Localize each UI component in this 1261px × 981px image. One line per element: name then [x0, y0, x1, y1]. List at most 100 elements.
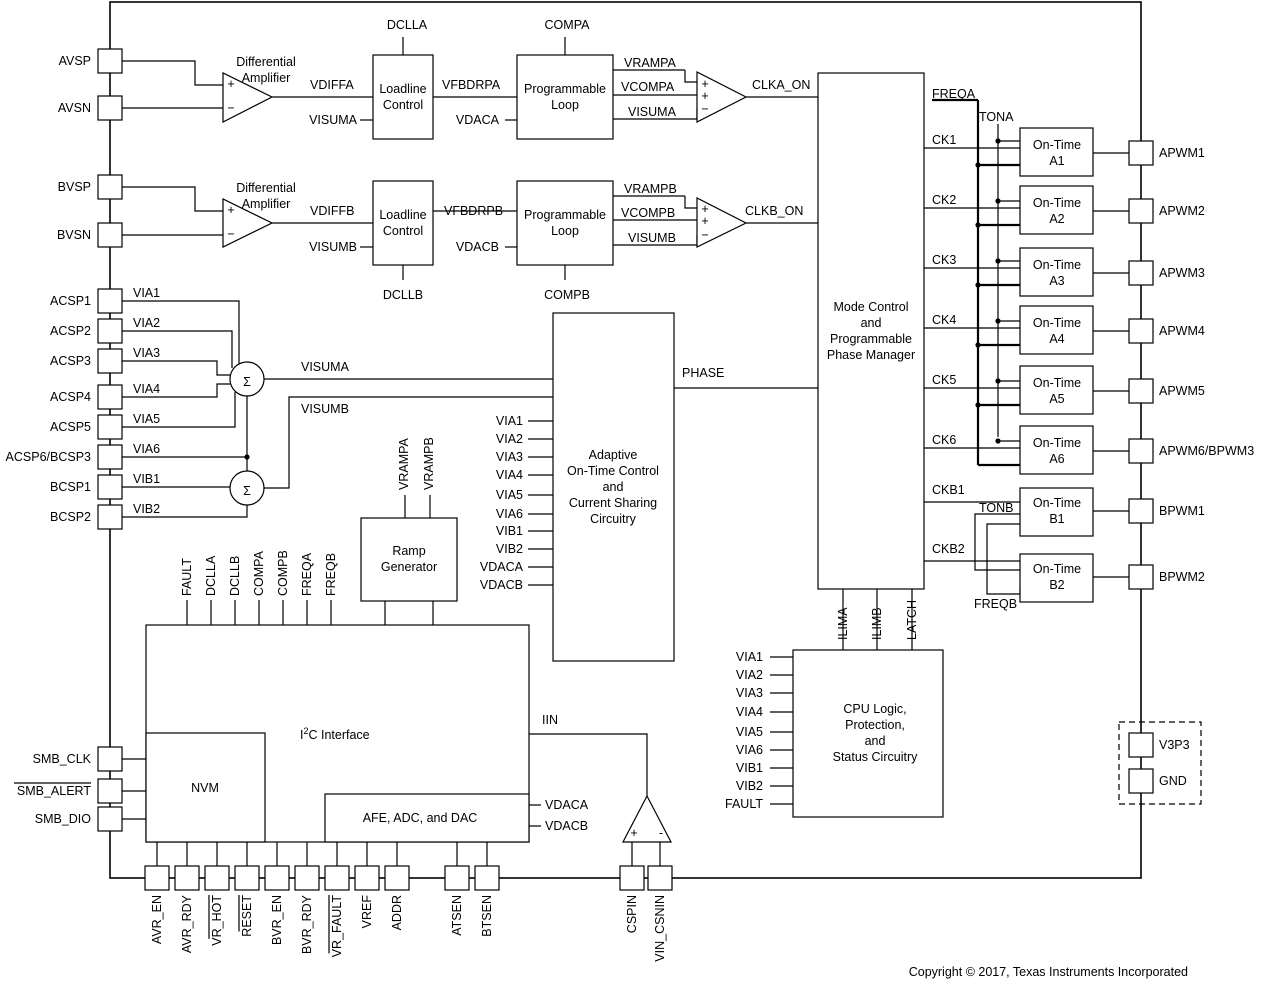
label-visuma-loop: VISUMA	[628, 105, 677, 119]
label-i2c-top-freqb: FREQB	[324, 553, 338, 596]
label-cpu-in-via1-1: VIA1	[736, 650, 763, 664]
pin-gnd	[1128, 768, 1154, 794]
pin-avsn	[97, 95, 123, 121]
wire-via4	[122, 383, 230, 398]
pin-bvr-en	[264, 865, 290, 891]
adaptive-label-line-4: Current Sharing	[569, 496, 657, 510]
on-time-a5-label-line-2: A5	[1049, 392, 1064, 406]
label-i2c-top-compa: COMPA	[252, 550, 266, 596]
label-dcllb: DCLLB	[383, 288, 423, 302]
mode-control-label-line-3: Programmable	[830, 332, 912, 346]
prog-loop-a-label-line-1: Programmable	[524, 82, 606, 96]
junction-dot	[995, 138, 1001, 144]
on-time-a3-label-line-2: A3	[1049, 274, 1064, 288]
wire-visumb-sum	[264, 396, 553, 489]
label-afe-vdaca: VDACA	[545, 798, 589, 812]
diff-amp-b-label-line-1: Differential	[236, 181, 296, 195]
pin-atsen	[444, 865, 470, 891]
label-via3: VIA3	[133, 346, 160, 360]
nvm-label: NVM	[191, 781, 219, 795]
junction-dot	[995, 378, 1001, 384]
wire-vrampb-2	[684, 196, 697, 209]
label-adaptive-in-vib1-7: VIB1	[496, 524, 523, 538]
pin-avr-en	[144, 865, 170, 891]
current-amp-plus: +	[630, 826, 637, 840]
adaptive-label-line-2: On-Time Control	[567, 464, 659, 478]
comparator-a-plus1: +	[701, 77, 708, 91]
pin-label-v3p3: V3P3	[1159, 738, 1190, 752]
wires	[14, 37, 1202, 954]
label-adaptive-in-via1-1: VIA1	[496, 414, 523, 428]
wire-vib2	[122, 505, 248, 518]
label-ilima: ILIMA	[836, 607, 850, 640]
current-sense-amp	[622, 794, 672, 843]
on-time-a1	[1019, 127, 1094, 177]
label-ckb1: CKB1	[932, 483, 965, 497]
on-time-a4-label-line-2: A4	[1049, 332, 1064, 346]
pin-label-bpwm1: BPWM1	[1159, 504, 1205, 518]
junction-dot	[975, 342, 981, 348]
label-ck4: CK4	[932, 313, 956, 327]
prog-loop-b-label-line-1: Programmable	[524, 208, 606, 222]
label-vib2: VIB2	[133, 502, 160, 516]
i2c-label: I2C Interface	[300, 726, 370, 742]
adaptive-label-line-5: Circuitry	[590, 512, 637, 526]
pin-label-acsp2: ACSP2	[50, 324, 91, 338]
label-visumb-sum: VISUMB	[301, 402, 349, 416]
afe-adc-dac-block	[324, 793, 530, 843]
pin-label-bvr-rdy: BVR_RDY	[300, 894, 314, 954]
diff-amp-b-minus: −	[227, 227, 234, 241]
junction-dot	[995, 258, 1001, 264]
pin-bpwm2	[1128, 564, 1154, 590]
pin-avr-rdy	[174, 865, 200, 891]
pin-label-smb-dio: SMB_DIO	[35, 812, 92, 826]
label-latch: LATCH	[905, 600, 919, 640]
label-vib1: VIB1	[133, 472, 160, 486]
pin-label-avsn: AVSN	[58, 101, 91, 115]
junction-dot	[975, 402, 981, 408]
label-clka-on: CLKA_ON	[752, 78, 810, 92]
label-via5: VIA5	[133, 412, 160, 426]
pin-bcsp2	[97, 504, 123, 530]
summer-b	[229, 470, 265, 506]
pin-btsen	[474, 865, 500, 891]
adaptive-label-line-3: and	[603, 480, 624, 494]
label-vrampb: VRAMPB	[624, 182, 677, 196]
pin-vref	[354, 865, 380, 891]
label-vcompb: VCOMPB	[621, 206, 675, 220]
label-cpu-in-via2-2: VIA2	[736, 668, 763, 682]
label-vdiffb: VDIFFB	[310, 204, 354, 218]
label-adaptive-in-via3-3: VIA3	[496, 450, 523, 464]
pin-cspin	[619, 865, 645, 891]
programmable-loop-b	[516, 180, 614, 266]
label-adaptive-in-vib2-8: VIB2	[496, 542, 523, 556]
current-amp-minus: -	[659, 826, 663, 840]
mode-control-label-line-4: Phase Manager	[827, 348, 915, 362]
pin-apwm5	[1128, 378, 1154, 404]
pin-label-apwm1: APWM1	[1159, 146, 1205, 160]
label-clkb-on: CLKB_ON	[745, 204, 803, 218]
label-ckb2: CKB2	[932, 542, 965, 556]
on-time-a6-label-line-2: A6	[1049, 452, 1064, 466]
pin-label-reset: RESET	[240, 895, 254, 937]
label-dclla: DCLLA	[387, 18, 428, 32]
ramp-label-line-1: Ramp	[392, 544, 425, 558]
comparator-b-plus2: +	[701, 214, 708, 228]
pin-bcsp1	[97, 474, 123, 500]
on-time-b1	[1019, 487, 1094, 537]
on-time-a3	[1019, 247, 1094, 297]
on-time-a2-label-line-2: A2	[1049, 212, 1064, 226]
pin-bvr-rdy	[294, 865, 320, 891]
wire-via5	[122, 392, 236, 428]
label-freqb: FREQB	[974, 597, 1017, 611]
pin-v3p3	[1128, 732, 1154, 758]
comparator-a-plus2: +	[701, 89, 708, 103]
label-adaptive-in-via4-4: VIA4	[496, 468, 523, 482]
on-time-b2	[1019, 553, 1094, 603]
label-compb: COMPB	[544, 288, 590, 302]
wire-tonb	[974, 513, 1020, 571]
pin-label-smb-clk: SMB_CLK	[33, 752, 92, 766]
on-time-b2-label-line-2: B2	[1049, 578, 1064, 592]
pin-avsp	[97, 48, 123, 74]
